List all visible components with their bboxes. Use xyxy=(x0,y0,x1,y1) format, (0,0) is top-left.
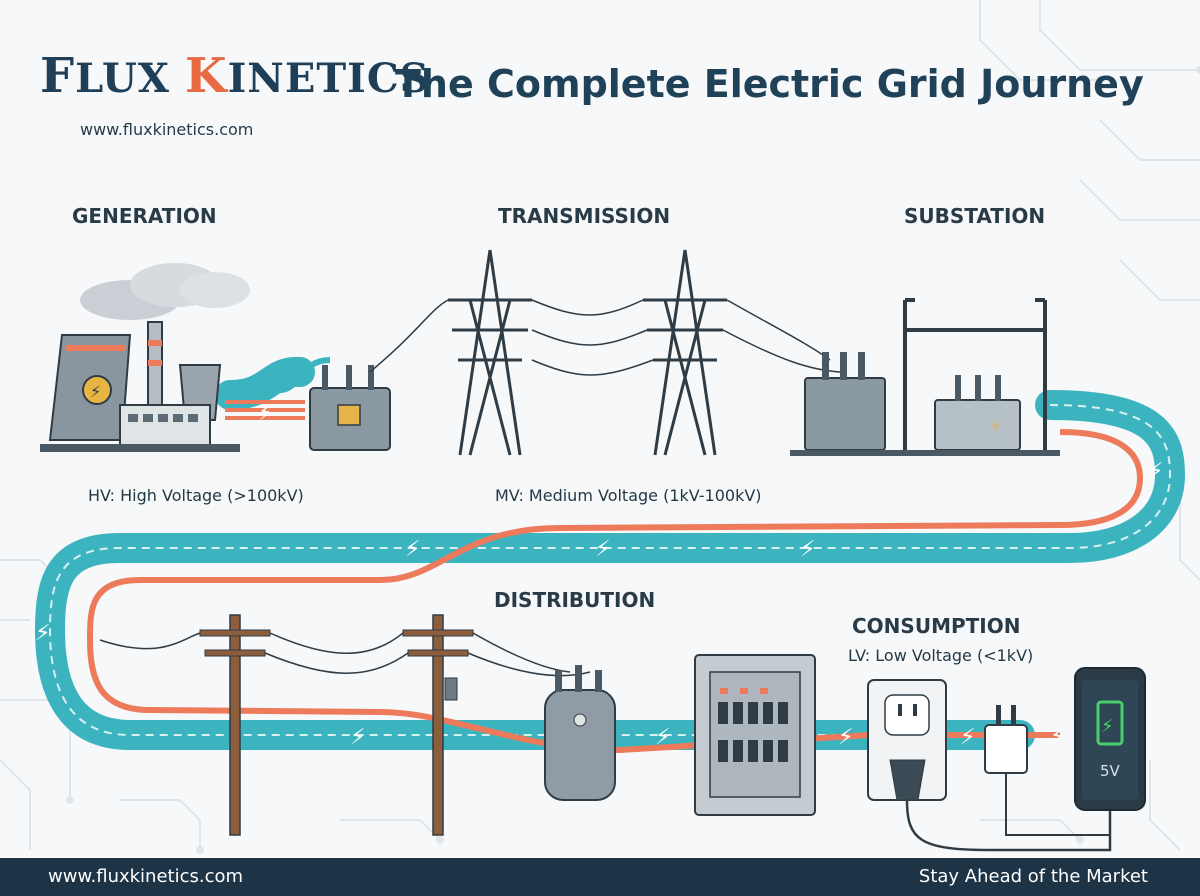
lightning-icon: ⚡ xyxy=(405,537,420,562)
footer-url[interactable]: www.fluxkinetics.com xyxy=(48,866,244,887)
svg-text:⚡: ⚡ xyxy=(990,417,1001,436)
lightning-icon: ⚡ xyxy=(800,537,815,562)
footer-bar xyxy=(0,858,1200,896)
battery-label: 5V xyxy=(1100,762,1121,780)
tower-icon xyxy=(643,249,727,456)
brand-url: www.fluxkinetics.com xyxy=(80,120,254,139)
footer-tagline: Stay Ahead of the Market xyxy=(918,866,1148,887)
pole-icon xyxy=(402,614,474,836)
lightning-icon: ⚡ xyxy=(595,537,610,562)
phone-icon: ⚡ 5V xyxy=(1074,667,1146,811)
transformer-icon xyxy=(309,365,391,451)
breaker-panel-icon xyxy=(694,654,816,816)
lightning-icon: ⚡ xyxy=(350,725,365,750)
stage-label-substation: SUBSTATION xyxy=(904,204,1046,228)
stage-label-transmission: TRANSMISSION xyxy=(498,204,671,228)
lightning-icon: ⚡ xyxy=(35,621,50,646)
coral-power-line xyxy=(86,429,1144,754)
tower-icon xyxy=(448,249,532,456)
lightning-icon: ⚡ xyxy=(1148,459,1163,484)
charger-icon xyxy=(984,705,1110,836)
pole-icon xyxy=(199,614,271,836)
lightning-icon: ⚡ xyxy=(655,725,670,750)
stage-label-generation: GENERATION xyxy=(72,204,217,228)
lightning-icon: ⚡ xyxy=(1050,725,1065,750)
logo-word-lux: LUX xyxy=(75,55,170,102)
plug-icon xyxy=(889,759,1112,852)
voltage-label-hv: HV: High Voltage (>100kV) xyxy=(88,486,304,505)
voltage-label-lv: LV: Low Voltage (<1kV) xyxy=(848,646,1034,665)
svg-text:⚡: ⚡ xyxy=(1101,716,1114,737)
stage-label-distribution: DISTRIBUTION xyxy=(494,588,656,612)
outlet-icon xyxy=(867,679,947,801)
logo-word-inetics: INETICS xyxy=(227,55,430,102)
transformer-icon: ⚡ xyxy=(790,298,1060,456)
lightning-icon: ⚡ xyxy=(960,725,975,750)
transformer-icon xyxy=(544,665,616,801)
logo-initial-k: K xyxy=(184,48,228,104)
lightning-icon: ⚡ xyxy=(838,725,853,750)
lightning-icon: ⚡ xyxy=(258,401,273,426)
brand-logo: FLUX KINETICS xyxy=(40,48,430,104)
stage-label-consumption: CONSUMPTION xyxy=(852,614,1021,638)
voltage-label-mv: MV: Medium Voltage (1kV-100kV) xyxy=(495,486,762,505)
factory-icon: ⚡ xyxy=(40,263,250,452)
logo-initial-f: F xyxy=(40,48,76,104)
page-title: The Complete Electric Grid Journey xyxy=(395,62,1144,106)
svg-text:⚡: ⚡ xyxy=(90,382,101,401)
